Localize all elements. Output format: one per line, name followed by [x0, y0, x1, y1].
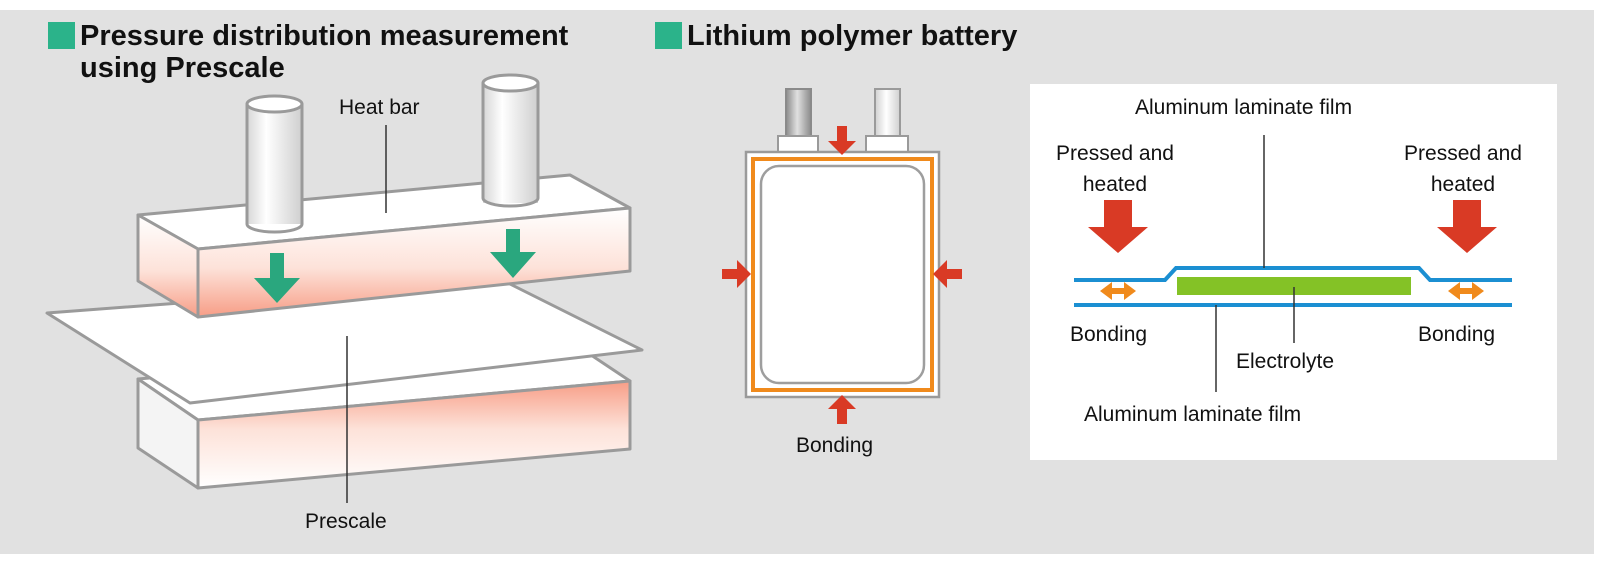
electrolyte-label: Electrolyte — [1236, 350, 1335, 373]
pressure-heading: Pressure distribution measurement using … — [48, 20, 568, 84]
pressed-heated-left-label: Pressed and heated — [1056, 142, 1174, 196]
red-arrow-right — [933, 260, 962, 288]
battery-bonding-label: Bonding — [796, 434, 874, 457]
green-down-arrow-left — [254, 253, 300, 303]
film-bottom-label: Aluminum laminate film — [1084, 403, 1302, 426]
bonding-arrows-left — [1100, 282, 1136, 300]
top-film-line — [1074, 266, 1512, 282]
red-arrow-top — [828, 126, 856, 155]
right-cylinder — [481, 73, 540, 208]
cross-section-panel — [1030, 84, 1557, 460]
battery-heading-text: Lithium polymer battery — [687, 20, 1018, 52]
battery-terminals — [777, 88, 909, 154]
red-arrow-left — [722, 260, 751, 288]
battery-cell — [759, 164, 926, 385]
upper-heat-bar — [136, 173, 632, 319]
bonding-left-label: Bonding — [1070, 323, 1148, 346]
electrolyte-layer — [1177, 277, 1411, 295]
pressed-heated-right-label: Pressed and heated — [1404, 142, 1522, 196]
red-arrow-bottom — [828, 395, 856, 424]
green-square-marker — [48, 22, 75, 49]
prescale-label: Prescale — [305, 510, 387, 533]
film-top-label: Aluminum laminate film — [1135, 96, 1353, 119]
left-cylinder — [245, 94, 304, 234]
green-down-arrow-right — [490, 229, 536, 278]
battery-heading: Lithium polymer battery — [655, 20, 1017, 52]
pressure-heading-text: Pressure distribution measurement using … — [80, 20, 569, 84]
bonding-right-label: Bonding — [1418, 323, 1496, 346]
red-arrow-pressed-left — [1088, 200, 1148, 253]
red-arrow-pressed-right — [1437, 200, 1497, 253]
battery-bond-seal — [751, 157, 934, 392]
bonding-arrows-right — [1448, 282, 1484, 300]
heat-bar-label: Heat bar — [339, 96, 420, 119]
green-square-marker — [655, 22, 682, 49]
